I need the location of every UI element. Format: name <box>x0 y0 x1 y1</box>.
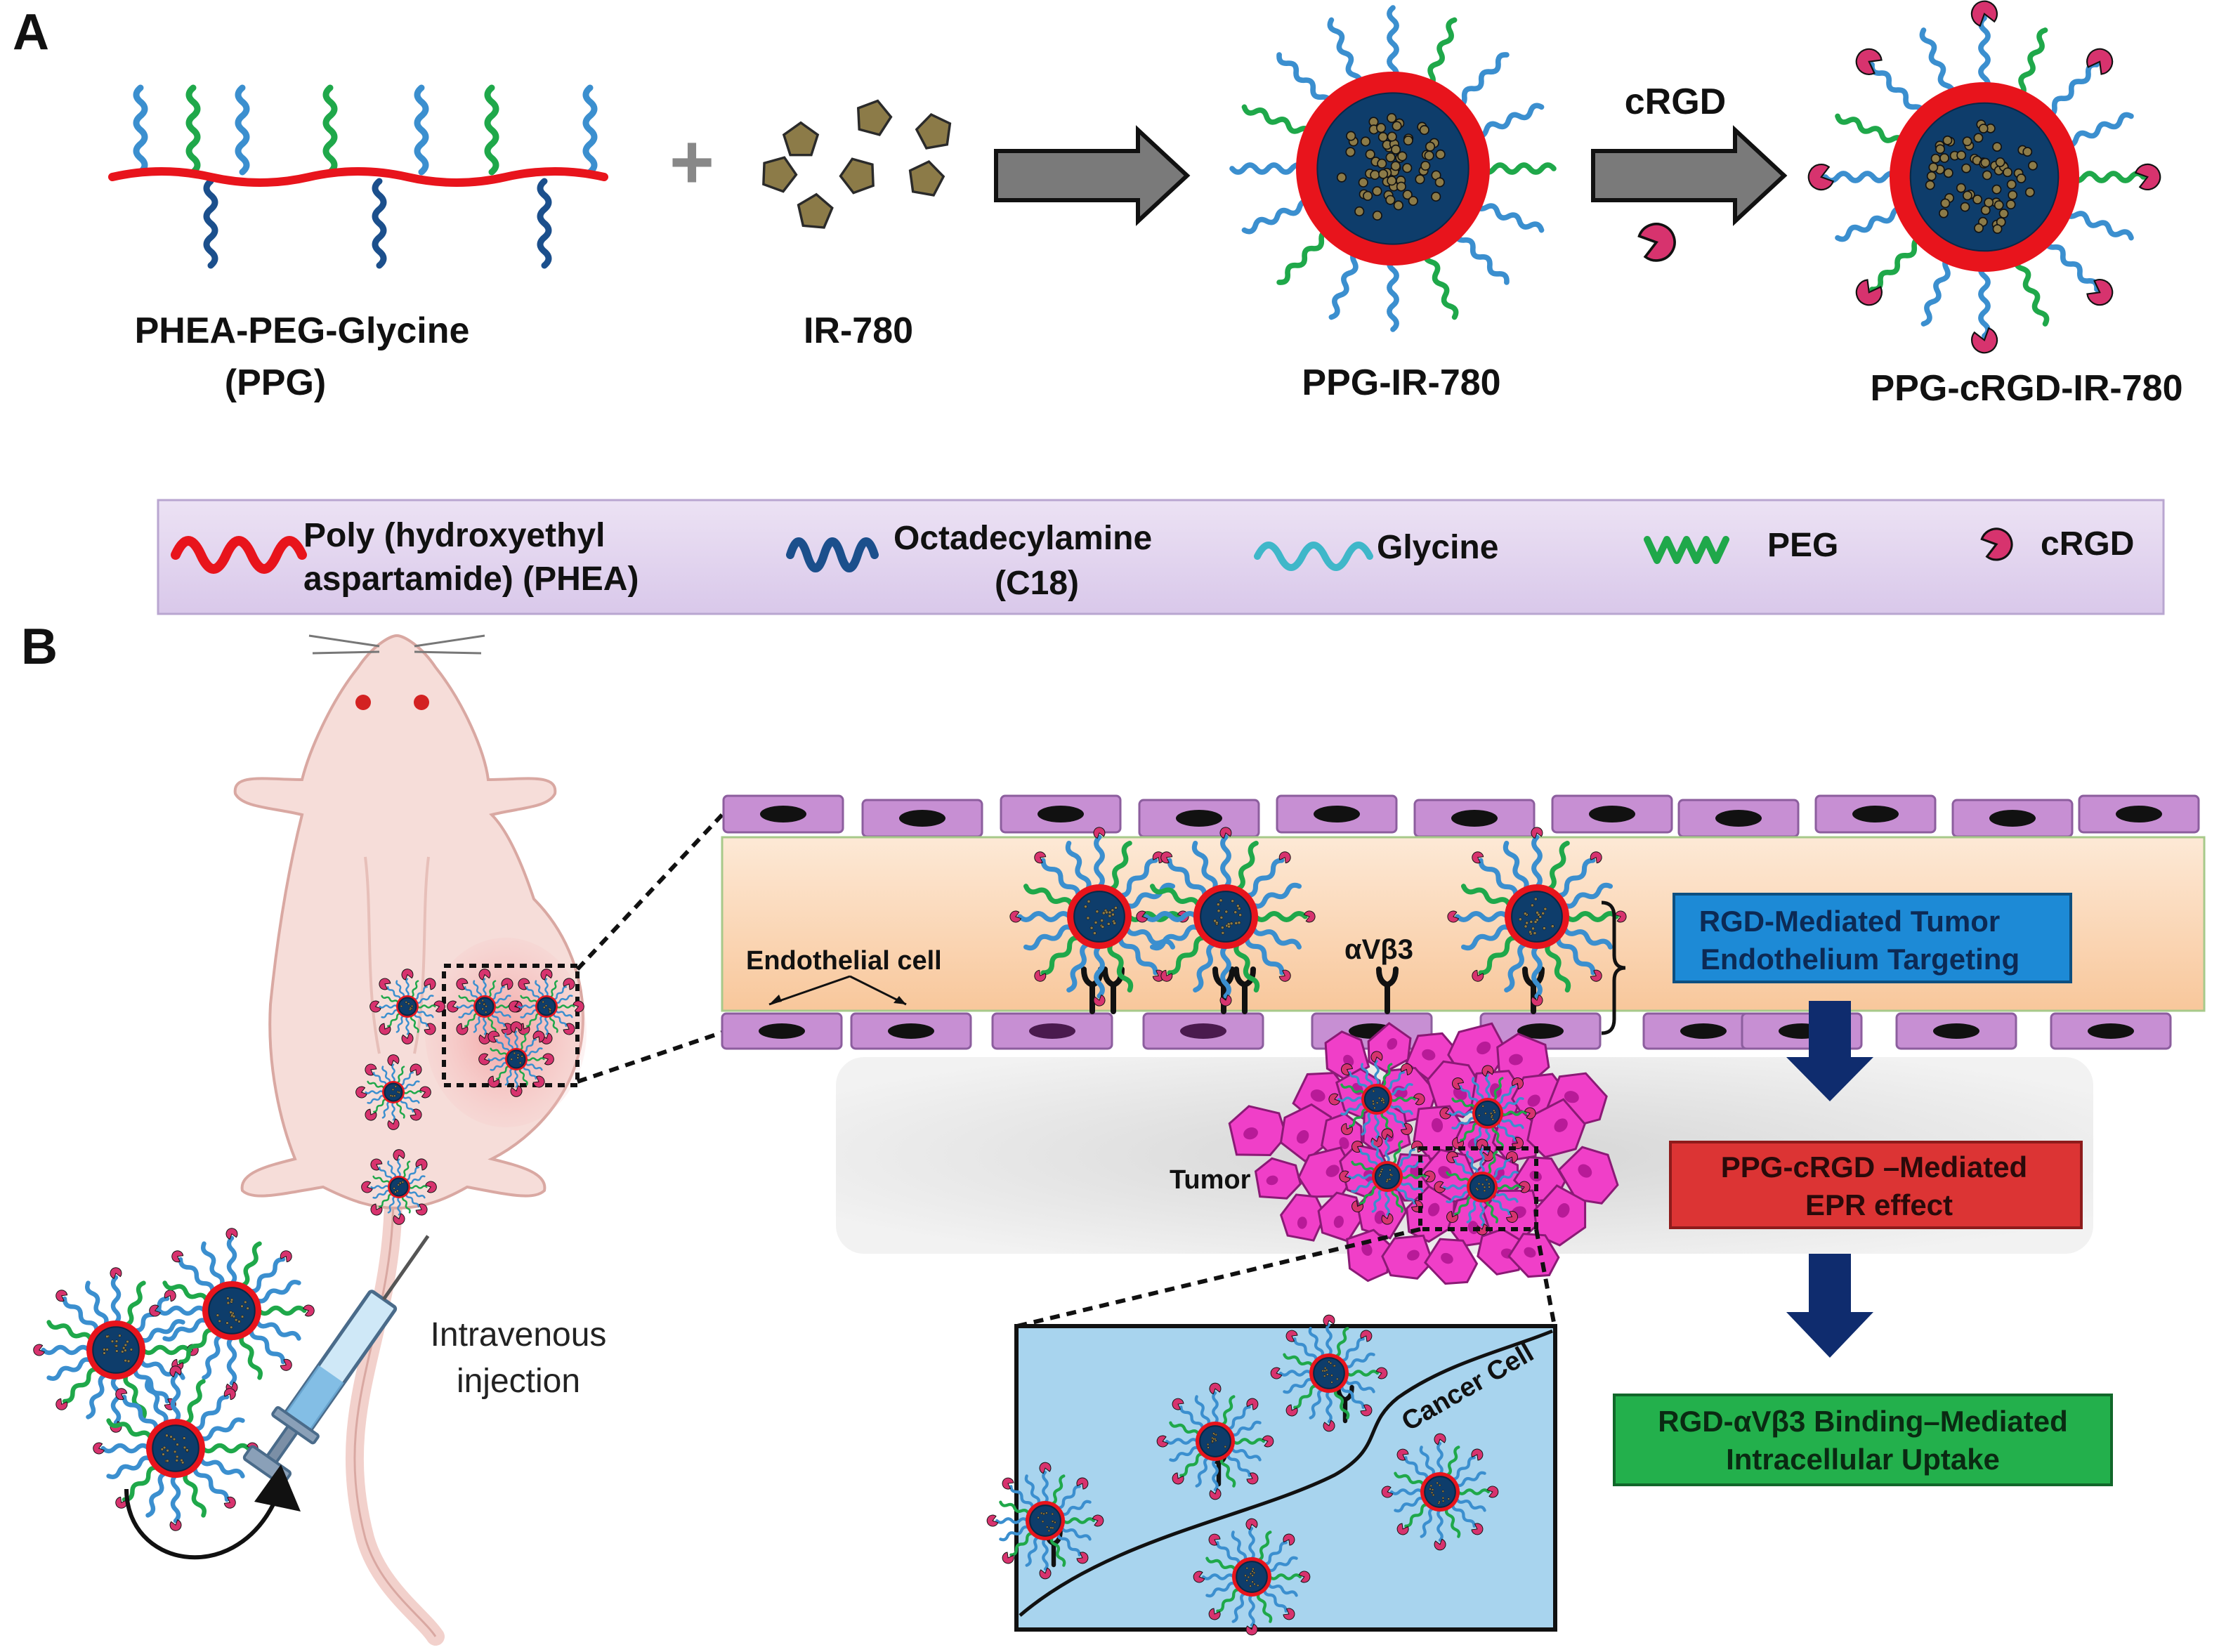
mouse-nanoparticles <box>353 966 587 1227</box>
tumor-zoom-box <box>1418 1146 1538 1231</box>
zoom-line-top <box>575 813 724 971</box>
step3-box <box>1613 1394 2113 1486</box>
ppg-polymer <box>108 88 608 266</box>
tumor-zoom-line-left <box>1016 1227 1421 1328</box>
legend-phea-line1: Poly (hydroxyethyl <box>303 517 605 554</box>
arrow-crgd <box>1591 125 1788 226</box>
tumor-label: Tumor <box>1170 1165 1251 1195</box>
legend-peg: PEG <box>1767 527 1838 564</box>
phea-backbone <box>108 167 608 187</box>
ppg-crgd-ir780-micelle <box>1804 0 2165 358</box>
endothelial-top-row <box>722 794 2200 838</box>
syringe-icon <box>242 1235 430 1486</box>
tumor-nanoparticles <box>1327 1049 1538 1237</box>
vessel-nanoparticles <box>1008 825 1628 1008</box>
ppg-abbr: (PPG) <box>225 362 326 403</box>
crgd-arrow-label: cRGD <box>1625 81 1726 122</box>
panel-b-label: B <box>21 619 58 675</box>
legend-c18-line2: (C18) <box>995 565 1079 602</box>
step3-line1: RGD-αVβ3 Binding–Mediated <box>1658 1405 2068 1438</box>
inset-nanoparticles <box>985 1313 1500 1637</box>
ppg-name: PHEA-PEG-Glycine <box>135 310 470 351</box>
cancer-cell-membrane <box>1019 1329 1553 1617</box>
legend-box <box>157 499 2165 615</box>
legend-phea-line2: aspartamide) (PHEA) <box>303 560 639 598</box>
injection-cycle-arrow <box>124 1488 276 1560</box>
iv-line1: Intravenous <box>431 1316 607 1353</box>
step-arrow-2 <box>1786 1254 1873 1358</box>
plus-sign: + <box>669 119 714 205</box>
zoom-box <box>442 964 580 1087</box>
step3-line2: Intracellular Uptake <box>1726 1443 2000 1476</box>
crgd-icon <box>1631 217 1682 268</box>
ppg-ir780-label: PPG-IR-780 <box>1302 362 1500 403</box>
iv-line2: injection <box>457 1363 580 1400</box>
step1-line2: Endothelium Targeting <box>1701 943 2020 976</box>
step-arrow-1 <box>1786 1001 1873 1101</box>
step1-line1: RGD-Mediated Tumor <box>1699 905 2001 938</box>
tumor-cell-cluster <box>1228 1021 1619 1285</box>
legend-c18-line1: Octadecylamine <box>894 520 1152 557</box>
phea-legend-icon <box>171 536 307 574</box>
step2-line2: EPR effect <box>1805 1188 1953 1221</box>
legend-glycine: Glycine <box>1377 529 1498 566</box>
zoom-line-bottom <box>577 1030 723 1084</box>
mouse-illustration <box>233 634 587 1646</box>
panel-a-label: A <box>13 4 49 60</box>
glycine-legend-icon <box>1254 542 1373 571</box>
ir780-label: IR-780 <box>804 310 913 351</box>
targeting-brace <box>1601 900 1626 1035</box>
injected-nanoparticles <box>32 1226 316 1533</box>
injection-arrowhead <box>254 1464 301 1512</box>
ppg-ir780-micelle <box>1232 8 1554 329</box>
peg-legend-icon <box>1644 536 1729 564</box>
step2-line1: PPG-cRGD –Mediated <box>1721 1150 2027 1184</box>
step1-box <box>1673 893 2072 983</box>
c18-legend-icon <box>786 537 879 572</box>
ir780-molecules <box>756 95 955 230</box>
integrin-label: αVβ3 <box>1344 934 1413 965</box>
ppg-crgd-ir780-label: PPG-cRGD-IR-780 <box>1871 368 2183 409</box>
endothelial-label: Endothelial cell <box>746 946 942 976</box>
step2-box <box>1669 1141 2083 1229</box>
arrow-assembly <box>994 125 1191 226</box>
legend-crgd: cRGD <box>2041 525 2134 563</box>
